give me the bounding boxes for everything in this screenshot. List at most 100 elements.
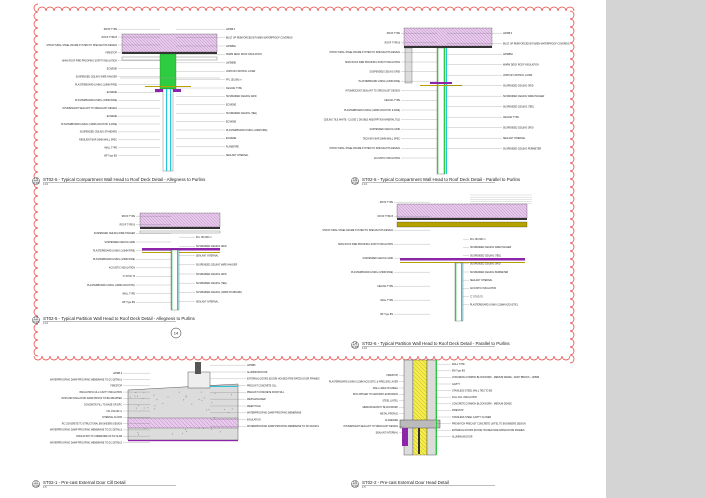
annotation-label: PRE-BATCH PRECAST CONCRETE LINTEL TO ENG…	[452, 422, 526, 425]
annotation-label: PLASTERBOARD LINING (1/3MM FIRE)	[93, 249, 135, 252]
annotation-label: SUSPENDED CEILING (12MM STANDARD)	[196, 291, 242, 294]
annotation-label: SUSPENDED CEILING WIRE HANGER	[503, 95, 545, 98]
annotation-label: WATERPROOFING DAMP PROOFING MEMBRANE TO …	[50, 378, 123, 381]
aggregate-dot	[130, 397, 131, 398]
annotation-label: SUSPENDED CEILING GRID	[196, 274, 227, 276]
annotation-label: SEALANT INTERNAL	[196, 300, 219, 303]
purlin	[140, 231, 220, 233]
annotation-label: WF Type BS	[380, 314, 393, 316]
aggregate-dot	[206, 410, 207, 411]
annotation-label: WATERPROOFING DAMP PROOFING MEMBRANE TO …	[247, 425, 320, 428]
cavity-tray	[436, 360, 437, 455]
annotation-label: INSULATION	[247, 418, 261, 421]
annotation-label: WATERPROOFING DAMP PROOFING MEMBRANE TO …	[50, 429, 123, 432]
annotation-label: LW/DB6A	[226, 45, 236, 48]
annotation-label: ROOF TYPE	[387, 33, 401, 35]
roof-deck	[397, 218, 527, 220]
drawing-canvas: 14ROOF TYPEROOF TYPE BSTRUCTURAL STEEL F…	[0, 0, 606, 498]
aggregate-dot	[185, 429, 186, 430]
aggregate-dot	[168, 396, 169, 397]
annotation-label: ROOF TYPE B	[378, 216, 394, 218]
detail-15: ROOF TYPEROOF TYPE BSTRUCTURAL STEEL FRA…	[32, 29, 292, 186]
annotation-label: INSULATION FULL CAVITY INSULATION	[79, 391, 122, 394]
annotation-label: FLAMEFIRE	[226, 146, 239, 149]
aggregate-dot	[201, 400, 202, 401]
aggregate-dot	[215, 393, 216, 394]
annotation-label: PLASTERBOARD LINING (12MM ACOUSTIC & FIR…	[329, 380, 398, 383]
ceiling-grid-olive	[142, 252, 220, 253]
annotation-label: LW/DB 6	[226, 29, 236, 31]
outer-blockwork	[427, 360, 436, 455]
annotation-label: SUSPENDED CEILING GRID	[503, 128, 534, 130]
annotation-label: BUILT UP REINFORCED BITUMEN WATERPROOF C…	[226, 36, 293, 39]
annotation-label: FFL 150,000 m	[196, 237, 212, 239]
annotation-label: FIRESTOP	[452, 410, 464, 412]
door-frame	[418, 428, 420, 454]
detail-12: ROOF TYPEROOF TYPE BSUSPENDED CEILING WI…	[32, 213, 242, 325]
aggregate-dot	[183, 399, 184, 400]
annotation-label: ACOUSTIC INSULATION	[109, 267, 135, 270]
annotation-label: WALL LINED CHANNEL	[373, 387, 399, 390]
annotation-label: 'C' STUD 70	[470, 296, 483, 298]
detail-title: ST02-6 - Typical Partition Wall Head to …	[362, 341, 510, 346]
detail-sheet-tag: ZFRB	[352, 345, 359, 349]
annotation-label: ECN/ENE	[107, 116, 118, 118]
annotation-label: WEPS-ENCASED	[247, 398, 266, 401]
annotation-label: FIRESTOP	[106, 53, 118, 55]
annotation-label: INTUMESCENT SEALANT TO SPECIALIST DESIGN	[345, 90, 400, 93]
detail-title: ST02-5 - Typical Compartment Wall Head t…	[43, 177, 206, 182]
door-frame	[195, 362, 201, 374]
dpm-purple	[128, 440, 238, 441]
annotation-label: WALL TYPE	[104, 147, 117, 150]
aggregate-dot	[135, 396, 136, 397]
annotation-label: METAL PROFILE	[380, 412, 398, 415]
annotation-label: VAPOUR CONTROL LAYER	[226, 70, 256, 73]
annotation-label: CONCRETE FILL TO BASE OR DPC	[84, 404, 122, 407]
cloud-outline	[34, 4, 574, 363]
aggregate-dot	[147, 407, 148, 408]
detail-11: LW/DB 6WATERPROOFING DAMP PROOFING MEMBR…	[32, 362, 320, 489]
annotation-label: CONCRETE COMMON BLOCKWORK - MEDIUM DENSE…	[452, 376, 539, 379]
annotation-label: CEILING TILE WHITE - CLOSE 1 DOUBLE ABSO…	[324, 118, 401, 121]
aggregate-dot	[136, 408, 137, 409]
annotation-label: WALL TYPE	[452, 363, 465, 366]
annotation-label: PLASTERBOARD LINING (1/3MM FIRE)	[93, 258, 135, 261]
annotation-label: STRUCTURAL STEEL FRAME SYSTEM TO SPECIAL…	[329, 51, 400, 54]
detail-16: ROOF TYPEROOF TYPE BSTRUCTURAL STEEL FRA…	[324, 28, 570, 186]
annotation-label: 'C' STUD 70	[122, 276, 135, 278]
annotation-label: ECN/ENE	[226, 105, 237, 107]
aggregate-dot	[137, 432, 138, 433]
annotation-label: TECH BAY BAR 16MM WALL SPEC	[363, 138, 401, 141]
annotation-label: CEILING TYPE	[377, 286, 393, 288]
annotation-label: FULL FILL INSULATION	[452, 396, 477, 399]
drawing-sheet: 14ROOF TYPEROOF TYPE BSTRUCTURAL STEEL F…	[0, 0, 606, 498]
annotation-label: ECN/ENE	[107, 92, 118, 94]
ceiling-board-purple	[400, 258, 525, 261]
annotation-label: PLASTERBOARD LINING (1/3MM FIRE)	[75, 83, 117, 86]
annotation-label: ROOF TYPE	[104, 29, 118, 31]
annotation-label: ECN/ENE	[226, 138, 237, 140]
detail-title: ST02-2 - Pre-cast External Door Head Det…	[362, 480, 449, 485]
annotation-label: PRECAST CONCRETE DOOR SILL	[247, 391, 285, 394]
annotation-label: PLASTERBOARD LINING (12MM ACOUSTIC & FIR…	[61, 123, 117, 126]
ceiling-grid-olive	[145, 86, 191, 87]
aggregate-dot	[154, 395, 155, 396]
aggregate-dot	[186, 396, 187, 397]
aggregate-dot	[232, 408, 233, 409]
annotation-label: ROOF TYPE B	[120, 225, 136, 227]
annotation-label: WATERPROOFING DAMP PROOFING MEMBRANE TO …	[50, 441, 123, 444]
annotation-label: LW/DB6B	[226, 63, 236, 65]
detail-sheet-tag: ZFRB	[33, 320, 40, 324]
annotation-label: WARM DECK ROOF INSULATION	[226, 53, 262, 56]
aggregate-dot	[220, 431, 221, 432]
detail-title: ST02-5 - Typical Partition Wall Head to …	[43, 316, 196, 321]
purlin-section	[405, 48, 412, 83]
annotation-label: STRUCTURAL STEEL FRAME SYSTEM TO SPECIAL…	[46, 44, 117, 47]
annotation-label: FFL 150,000 m	[226, 79, 242, 81]
detail-number: 12	[34, 315, 39, 320]
aggregate-dot	[144, 408, 145, 409]
annotation-label: CEILING TYPE	[384, 100, 400, 102]
annotation-label: FLAMEFIRE	[385, 419, 398, 422]
annotation-label: INTERNAL FLOOR	[102, 416, 122, 419]
annotation-label: SEALANT INTERNAL	[470, 279, 493, 282]
